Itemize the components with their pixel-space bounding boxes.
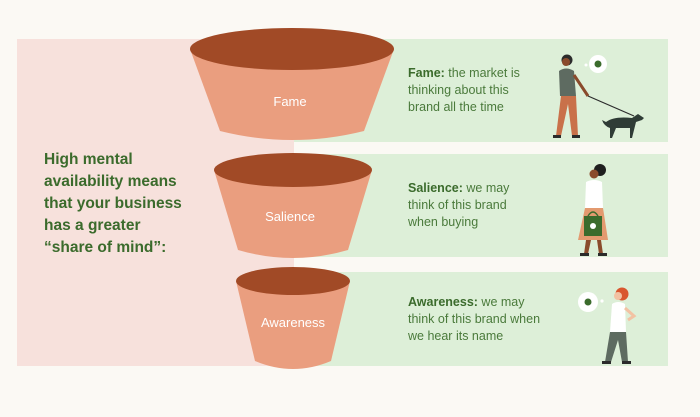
row-description: the market is thinking about this brand … (408, 66, 520, 114)
funnel-label-awareness: Awareness (260, 315, 326, 330)
row-term: Fame: (408, 66, 445, 80)
funnel-fame (190, 28, 394, 140)
row-text-fame: Fame: the market is thinking about this … (408, 65, 538, 116)
row-description: we may think of this brand when buying (408, 181, 510, 229)
row-text-awareness: Awareness: we may think of this brand wh… (408, 294, 553, 345)
person-thinking-icon (578, 287, 637, 364)
headline-line: availability means (44, 173, 177, 190)
funnel-awareness (236, 267, 350, 369)
row-term: Awareness: (408, 295, 478, 309)
funnel-label-salience: Salience (265, 209, 315, 224)
funnel-label-fame: Fame (273, 94, 307, 109)
thought-bubble-icon (584, 55, 607, 73)
row-panel-awareness (294, 272, 668, 366)
headline: High mental availability means that your… (44, 149, 214, 259)
funnel-salience (214, 153, 372, 258)
row-term: Salience: (408, 181, 463, 195)
headline-line: High mental (44, 151, 133, 168)
row-text-salience: Salience: we may think of this brand whe… (408, 180, 538, 231)
headline-line: “share of mind”: (44, 239, 167, 256)
headline-line: that your business (44, 195, 182, 212)
row-description: we may think of this brand when we hear … (408, 295, 541, 343)
person-shopping-icon (578, 164, 608, 256)
headline-line: has a greater (44, 217, 141, 234)
thought-bubble-icon (578, 292, 604, 312)
person-walking-dog-icon (553, 54, 644, 138)
